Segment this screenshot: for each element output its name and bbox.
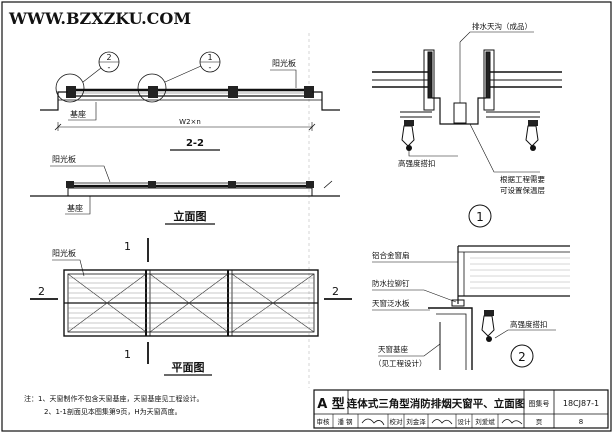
callout-2-sub: -	[108, 63, 111, 72]
title-block-atlas-number: 18CJ87-1	[563, 399, 599, 408]
elevation-title: 立面图	[174, 209, 207, 223]
title-block-atlas-label: 图集号	[529, 399, 550, 408]
note-1: 注：1、天窗制作不包含天窗基座，天窗基座见工程设计。	[24, 394, 203, 403]
leader-panel-elev	[50, 165, 111, 183]
detail-2-number: 2	[518, 350, 526, 364]
clip-right	[525, 120, 539, 151]
leader-clip-1	[408, 148, 458, 157]
cut-label-bottom: 1	[124, 348, 131, 361]
label-rivet: 防水拉铆钉	[372, 278, 410, 288]
section-base	[40, 91, 340, 111]
section-panels	[66, 86, 314, 98]
callout-1-sub: -	[209, 63, 212, 72]
leader-panel-22	[270, 69, 297, 88]
label-frame: 铝合金窗扇	[372, 250, 410, 260]
title-block-title: 连体式三角型消防排烟天窗平、立面图	[347, 397, 526, 410]
title-block-checker: 刘金泽	[406, 417, 426, 426]
title-block-reviewer: 潘 钢	[337, 417, 353, 426]
cut-label-top: 1	[124, 240, 131, 253]
elevation-base	[67, 187, 313, 197]
leader-insulation	[469, 123, 540, 173]
reviewer-signature	[361, 418, 385, 426]
label-panel-elev: 阳光板	[52, 154, 76, 164]
label-base-elev: 基座	[67, 203, 83, 213]
cut-label-left: 2	[38, 285, 45, 298]
leader-base-22	[68, 102, 97, 121]
leader-base-elev	[65, 196, 91, 215]
label-panel-plan: 阳光板	[52, 248, 76, 258]
leader-panel-plan	[52, 259, 85, 277]
callout-1: 1 -	[137, 51, 221, 103]
label-panel-22: 阳光板	[272, 58, 296, 68]
title-block-page-number: 8	[579, 418, 583, 426]
plan-title: 平面图	[172, 361, 205, 374]
detail-1: 排水天沟（成品） 高强度搭扣 根据工程需要 可设置保温层 1	[372, 21, 562, 228]
detail-2-marker	[510, 344, 534, 368]
title-block-review: 审核	[317, 417, 331, 426]
label-insulation-1: 根据工程需要	[500, 174, 545, 184]
leader-clip-2	[494, 329, 556, 339]
title-block-type: A 型	[317, 396, 345, 412]
label-drain: 排水天沟（成品）	[472, 21, 532, 31]
detail-1-marker	[468, 204, 492, 228]
clip-left	[401, 120, 415, 151]
title-block-design: 设计	[458, 417, 472, 426]
detail-2: 铝合金窗扇 防水拉铆钉 天窗泛水板 高强度搭扣 天窗基座 （见工程设计） 2	[372, 245, 570, 370]
label-clip-2: 高强度搭扣	[510, 319, 548, 329]
note-2: 2、1-1剖面见本图集第9页，H为天窗高度。	[44, 407, 182, 416]
title-block-check: 校对	[390, 417, 404, 426]
dimension-w2n	[54, 122, 316, 131]
callout-2: 2 -	[55, 51, 120, 103]
label-base-2a: 天窗基座	[378, 344, 408, 354]
label-flashing: 天窗泛水板	[372, 298, 410, 308]
callout-2-number: 2	[106, 53, 111, 62]
designer-signature	[501, 419, 523, 425]
label-base-22: 基座	[70, 109, 86, 119]
checker-signature	[431, 419, 453, 425]
section-title: 2-2	[186, 138, 204, 149]
label-base-2b: （见工程设计）	[374, 358, 427, 368]
leader-base-2	[378, 343, 441, 357]
detail-1-number: 1	[476, 210, 484, 224]
elevation-view: 阳光板 基座 立面图	[30, 154, 340, 225]
dimension-label: W2×n	[179, 118, 201, 126]
label-insulation-2: 可设置保温层	[500, 185, 545, 195]
leader-rivet	[372, 289, 457, 303]
leader-drain	[459, 31, 534, 43]
clip-detail2	[481, 310, 495, 342]
callout-1-number: 1	[207, 53, 212, 62]
plan-view: 2 2 1 1 阳光板 平面图	[30, 238, 352, 376]
title-block-designer: 刘爱斌	[475, 417, 495, 426]
watermark-text: WWW.BZXZKU.COM	[8, 9, 191, 28]
title-block-page-label: 页	[536, 418, 543, 426]
section-2-2: 2 - 1 - 阳光板 基座 W2×n 2-2	[40, 51, 340, 151]
title-block: A 型 连体式三角型消防排烟天窗平、立面图 图集号 18CJ87-1 审核 潘 …	[313, 389, 609, 429]
cut-label-right: 2	[332, 285, 339, 298]
label-clip-1: 高强度搭扣	[398, 158, 436, 168]
